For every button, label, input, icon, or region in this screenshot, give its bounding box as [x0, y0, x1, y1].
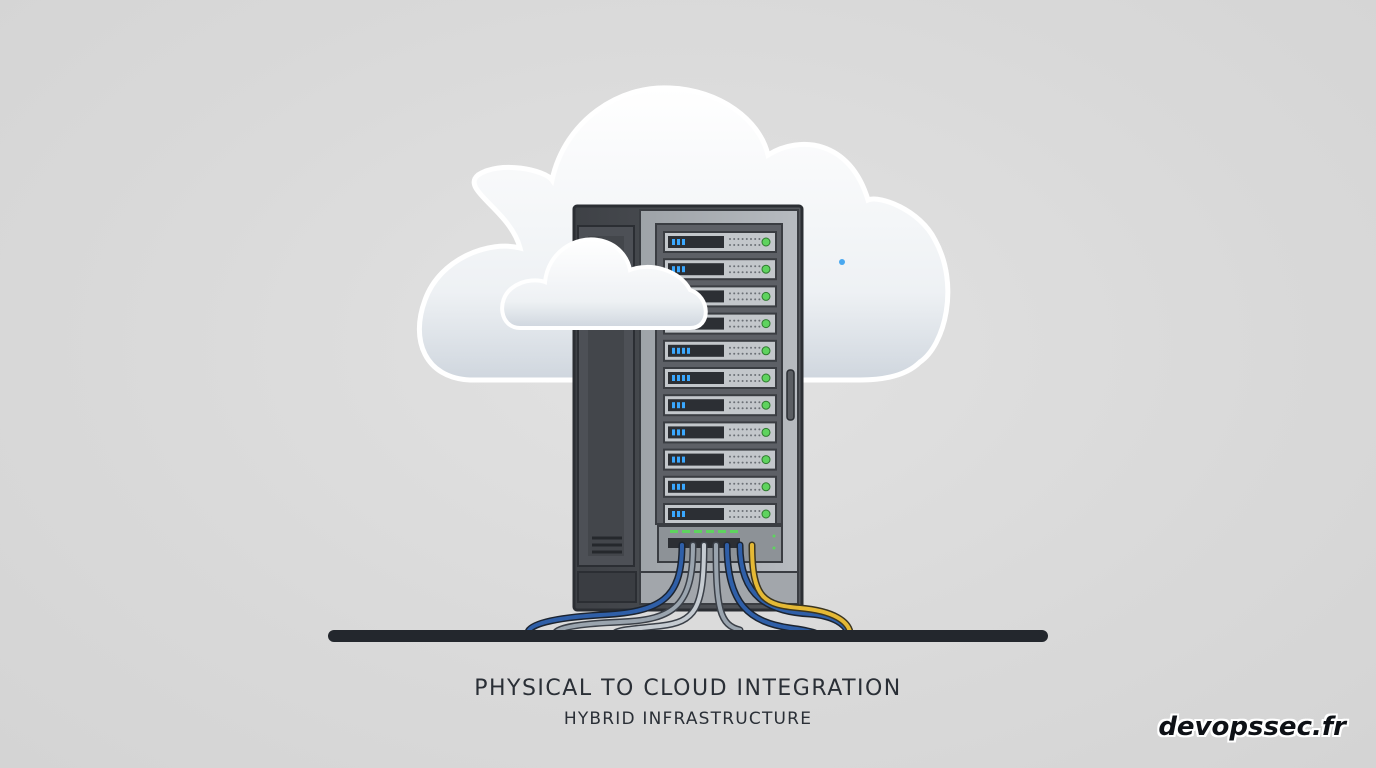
caption-subtitle: HYBRID INFRASTRUCTURE: [563, 709, 813, 729]
status-led: [761, 427, 771, 437]
caption-title: PHYSICAL TO CLOUD INTEGRATION: [474, 676, 902, 701]
data-streams: [773, 238, 864, 312]
status-led: [761, 237, 771, 247]
status-led: [761, 455, 771, 465]
network-cables: [524, 541, 854, 637]
status-led: [761, 373, 771, 383]
status-led: [761, 264, 771, 274]
server-unit: [663, 339, 777, 362]
server-unit: [663, 475, 777, 498]
server-unit: [663, 258, 777, 281]
status-led: [761, 346, 771, 356]
vent-grille: [592, 536, 622, 554]
floor-line: [328, 630, 1048, 642]
server-unit: [663, 421, 777, 444]
server-unit: [663, 367, 777, 389]
status-led: [761, 482, 771, 492]
status-led: [761, 509, 771, 519]
server-unit: [663, 231, 777, 253]
status-led: [761, 291, 771, 301]
server-unit: [663, 503, 777, 525]
door-handle: [786, 369, 795, 421]
server-unit: [663, 394, 777, 417]
watermark-logo: devopssec.fr: [1158, 712, 1346, 742]
status-led: [761, 400, 771, 410]
small-cloud: [500, 237, 708, 330]
server-unit: [663, 448, 777, 471]
status-led: [761, 319, 771, 329]
